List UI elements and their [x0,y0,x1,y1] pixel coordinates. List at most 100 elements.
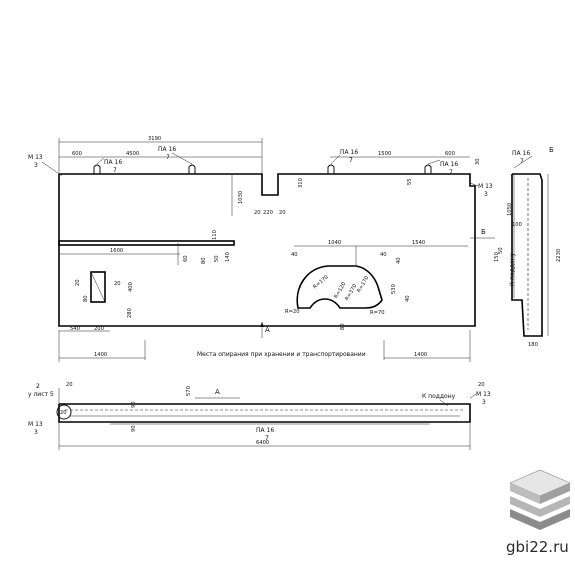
leader-line [96,157,105,165]
top-dim-570: 570 [186,386,192,396]
dim-groove-d: 50 [214,255,220,262]
front-view: 3190 600 4500 1500 600 М 13 3 ПА 16 7 ПА… [28,136,495,362]
dim-arch-small: 80 [340,323,346,330]
dim-groove-h: 110 [212,230,218,240]
dim-groove-len: 1600 [110,248,123,254]
section-arrow-head [260,322,264,327]
dim-arch-right-v: 40 [405,295,411,302]
top-total: 6400 [256,440,269,446]
top-view: 20 2 у лист 5 20 М 13 3 90 90 570 А К по… [28,382,491,450]
top-dim-90a: 90 [131,401,137,408]
panel-outline [58,173,476,327]
lifting-loop [93,164,101,174]
leader-line [439,399,449,407]
side-podon: К поддону [509,252,516,286]
top-podon: К поддону [422,393,456,400]
top-left-list: у лист 5 [28,391,54,398]
side-dim-50: 50 [498,247,504,254]
leader-line [469,393,477,399]
dim-support-left: 1400 [94,352,107,358]
dim-arch-radius3: R=370 [344,283,358,301]
m13-left-sub: 3 [34,162,38,169]
pa16-label-3: ПА 16 [340,149,358,156]
dim-arch-right: 1540 [412,240,425,246]
pa16-label-1: ПА 16 [104,159,122,166]
watermark-text: gbi22.ru [506,538,569,556]
dim-arch-left: 1040 [328,240,341,246]
dim-groove-a: 60 [183,255,189,262]
top-right-20: 20 [478,382,485,388]
dim-right-notch: 55 [407,178,413,185]
leader-line [469,182,479,187]
dim-right-offset: 600 [445,151,455,157]
support-note: Места опирания при хранении и транспорти… [197,351,366,358]
dim-bottom-w: 200 [94,326,104,332]
section-b-label: Б [481,228,486,236]
groove [58,240,235,246]
top-outline [58,403,471,423]
top-pa16-sub: 7 [265,435,269,442]
dim-win-w: 20 [75,279,81,286]
leader-line [171,152,193,165]
dim-notch-h: 310 [298,178,304,188]
side-view: 2230 1050 100 50 150 180 К поддону ПА 16… [494,146,562,348]
dim-arch-radius1: R=170 [312,274,330,290]
dim-arch-h: 40 [380,252,387,258]
pa16-sub-3: 7 [349,157,353,164]
top-m13-right: М 13 [476,391,491,398]
lifting-loop [424,164,432,174]
pa16-label-4: ПА 16 [440,161,458,168]
dim-notch-l: 20 [254,210,261,216]
logo-slab-left [510,483,540,504]
top-left-2: 2 [36,383,40,390]
pa16-label-2: ПА 16 [158,146,176,153]
top-pa16: ПА 16 [256,427,274,434]
dim-groove-c: 140 [225,252,231,262]
lifting-loop [188,164,196,174]
lifting-loop [327,164,335,174]
pa16-sub-4: 7 [449,169,453,176]
logo-slab-mid [510,496,570,517]
m13-right-sub: 3 [484,191,488,198]
dim-win-h: 400 [128,282,134,292]
dim-height-left: 1030 [238,191,244,204]
dim-arch-w: 40 [291,252,298,258]
leader-line [427,159,441,165]
dim-left-offset: 600 [72,151,82,157]
arch-opening [296,265,383,309]
side-dim-180: 180 [528,342,538,348]
dim-win-side: 20 [114,281,121,287]
detail-circle [56,404,72,420]
top-m13-left-sub: 3 [34,429,38,436]
side-dim-150: 150 [494,252,500,262]
logo-slab-right [540,483,570,504]
dim-right-top: 30 [475,158,481,165]
leader-line [330,154,341,165]
dim-notch-w: 220 [263,210,273,216]
dim-right-span: 1500 [378,151,391,157]
section-a-label: А [265,326,270,334]
side-dim-2230: 2230 [556,249,562,262]
dim-notch-r: 20 [279,210,286,216]
m13-right-label: М 13 [478,183,493,190]
window-opening [90,271,106,303]
side-pa16-sub: 7 [520,158,524,165]
dim-total-width: 3190 [148,136,161,142]
detail-mark: 20 [60,410,67,416]
dim-arch-left-v: 40 [396,257,402,264]
logo-slab-bottom [510,509,570,530]
dim-support-right: 1400 [414,352,427,358]
top-left-20: 20 [66,382,73,388]
dim-arch-r20: R=20 [285,309,300,315]
window-cross [90,271,106,303]
pa16-sub-2: 7 [166,154,170,161]
dim-win-low: 80 [83,295,89,302]
side-dim-100: 100 [512,222,522,228]
pa16-sub-1: 7 [113,167,117,174]
leader-line [513,155,533,169]
dim-left-span: 4500 [126,151,139,157]
dim-arch-radius4: R=170 [356,275,370,293]
m13-left-label: М 13 [28,154,43,161]
leader-line [41,161,63,177]
